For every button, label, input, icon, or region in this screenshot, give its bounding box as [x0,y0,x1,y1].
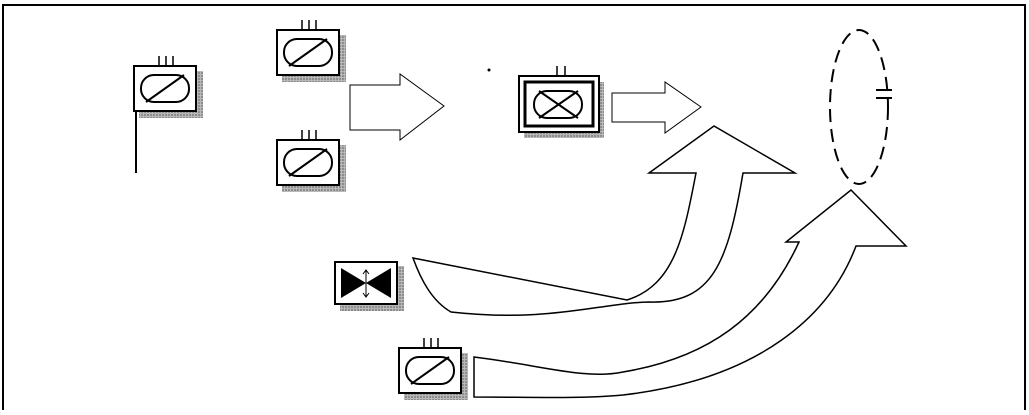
capacitor-icon [829,29,892,185]
valve-icon [334,261,404,311]
switch-icon-2 [276,20,346,82]
output-arrow-icon [611,81,702,134]
switch-icon-1 [133,56,203,118]
curved-arrow-icon-2 [473,188,908,399]
switch-icon-3 [276,130,346,192]
switch-icon-4 [398,338,468,400]
merge-arrow-icon [349,73,445,142]
curved-arrow-icon-1 [411,125,798,317]
dot-mark [487,68,491,72]
breaker-icon [518,66,604,138]
